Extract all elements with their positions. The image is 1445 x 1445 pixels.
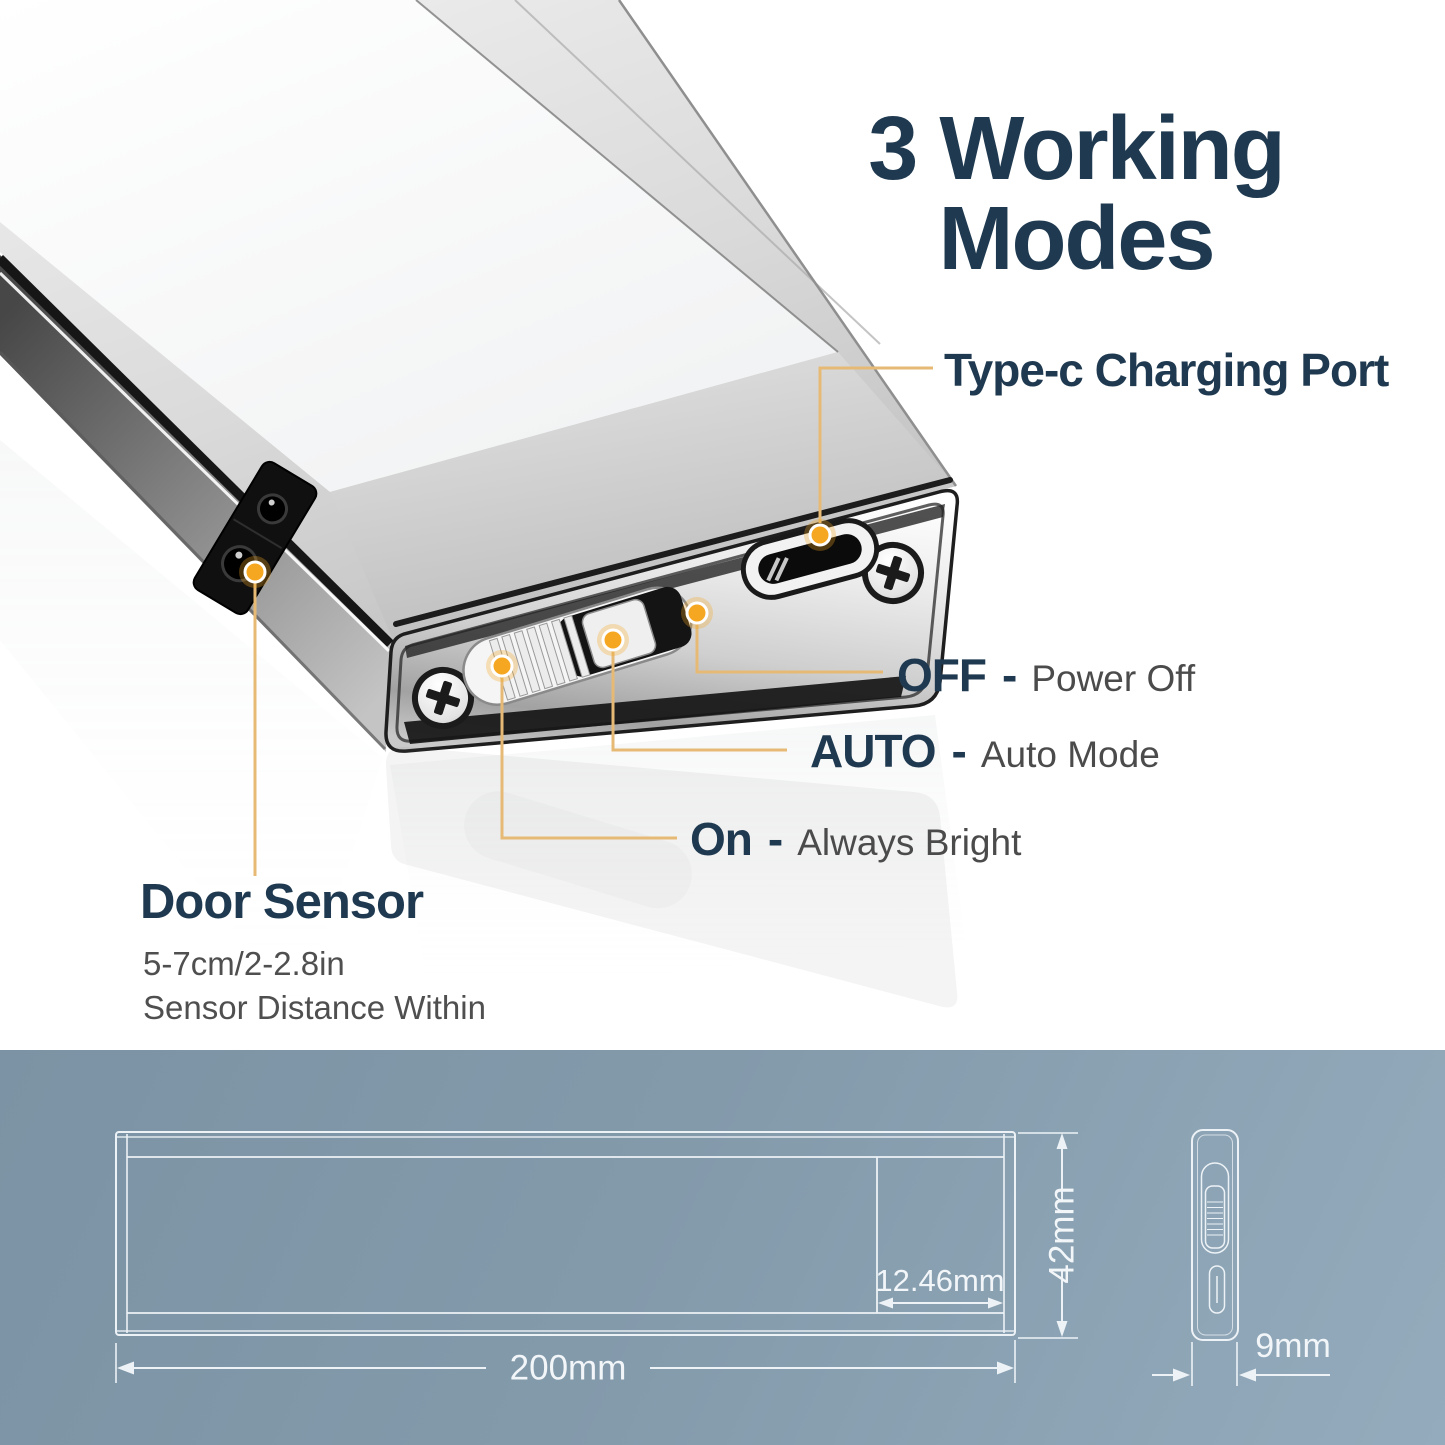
end-cap <box>384 488 960 753</box>
mode-auto-separator: - <box>951 725 967 777</box>
bar-side-face <box>0 254 395 752</box>
type-c-port-label: Type-c Charging Port <box>944 344 1389 396</box>
dimension-band: 12.46mm 42mm 200mm <box>0 1050 1445 1445</box>
usb-c-port-icon <box>758 534 862 584</box>
mode-auto-label: AUTO <box>810 725 936 777</box>
page-title: 3 Working Modes <box>868 99 1285 289</box>
phillips-screw-left <box>412 667 474 729</box>
side-switch-ridges <box>1207 1201 1223 1236</box>
side-switch-slot <box>1200 1162 1230 1254</box>
front-view-drawing <box>115 1131 1016 1336</box>
phillips-screw-icon <box>875 555 911 591</box>
dim-depth: 9mm <box>1152 1327 1331 1386</box>
product-render <box>0 0 965 1010</box>
mode-on-label: On <box>690 813 753 865</box>
mode-row-auto: AUTO - Auto Mode <box>810 724 1160 778</box>
marker-auto-dot <box>597 624 629 656</box>
led-diffuser-panel <box>0 0 838 492</box>
marker-door-dot <box>239 556 271 588</box>
usb-c-port <box>740 518 880 600</box>
bar-top-surface <box>0 0 958 640</box>
marker-usb-dot <box>804 519 836 551</box>
dim-height-label: 42mm <box>1043 1186 1082 1283</box>
mode-off-separator: - <box>1001 649 1018 701</box>
door-sensor-range: 5-7cm/2-2.8in <box>143 945 345 982</box>
door-sensor-title: Door Sensor <box>140 875 424 929</box>
phillips-screw-icon <box>425 680 461 716</box>
side-view-drawing <box>1191 1129 1239 1341</box>
door-sensor-description: 5-7cm/2-2.8in Sensor Distance Within <box>143 942 486 1030</box>
mode-row-off: OFF - Power Off <box>897 648 1195 702</box>
mode-on-separator: - <box>767 813 784 865</box>
dim-length-label: 200mm <box>510 1349 627 1388</box>
marker-on-dot <box>486 650 518 682</box>
door-sensor-note: Sensor Distance Within <box>143 989 486 1027</box>
dim-inner-width: 12.46mm <box>875 1263 1005 1309</box>
leader-on <box>500 677 677 840</box>
end-section-top <box>330 352 956 640</box>
end-cap-reflection <box>385 746 958 1008</box>
leader-lines <box>253 366 933 876</box>
slide-switch-icon <box>488 598 657 701</box>
reflection <box>0 440 965 1010</box>
leader-auto <box>611 651 787 752</box>
dim-depth-label: 9mm <box>1255 1327 1331 1365</box>
dim-height: 42mm <box>1018 1132 1082 1339</box>
mode-auto-desc: Auto Mode <box>980 734 1160 775</box>
mode-row-on: On - Always Bright <box>690 812 1021 866</box>
side-usb-port <box>1208 1265 1226 1314</box>
mode-off-desc: Power Off <box>1031 658 1196 699</box>
mode-off-label: OFF <box>897 649 987 701</box>
dim-length: 200mm <box>115 1340 1016 1388</box>
mode-on-desc: Always Bright <box>797 822 1022 863</box>
leader-type-c <box>818 366 933 523</box>
orange-dot-markers <box>239 519 836 682</box>
dim-inner-width-label: 12.46mm <box>875 1263 1004 1298</box>
slide-switch <box>462 586 693 706</box>
side-switch-knob <box>1204 1185 1226 1249</box>
dimension-drawing: 12.46mm 42mm 200mm <box>115 1129 1331 1388</box>
marker-off-dot <box>681 597 713 629</box>
leader-off <box>695 624 883 674</box>
